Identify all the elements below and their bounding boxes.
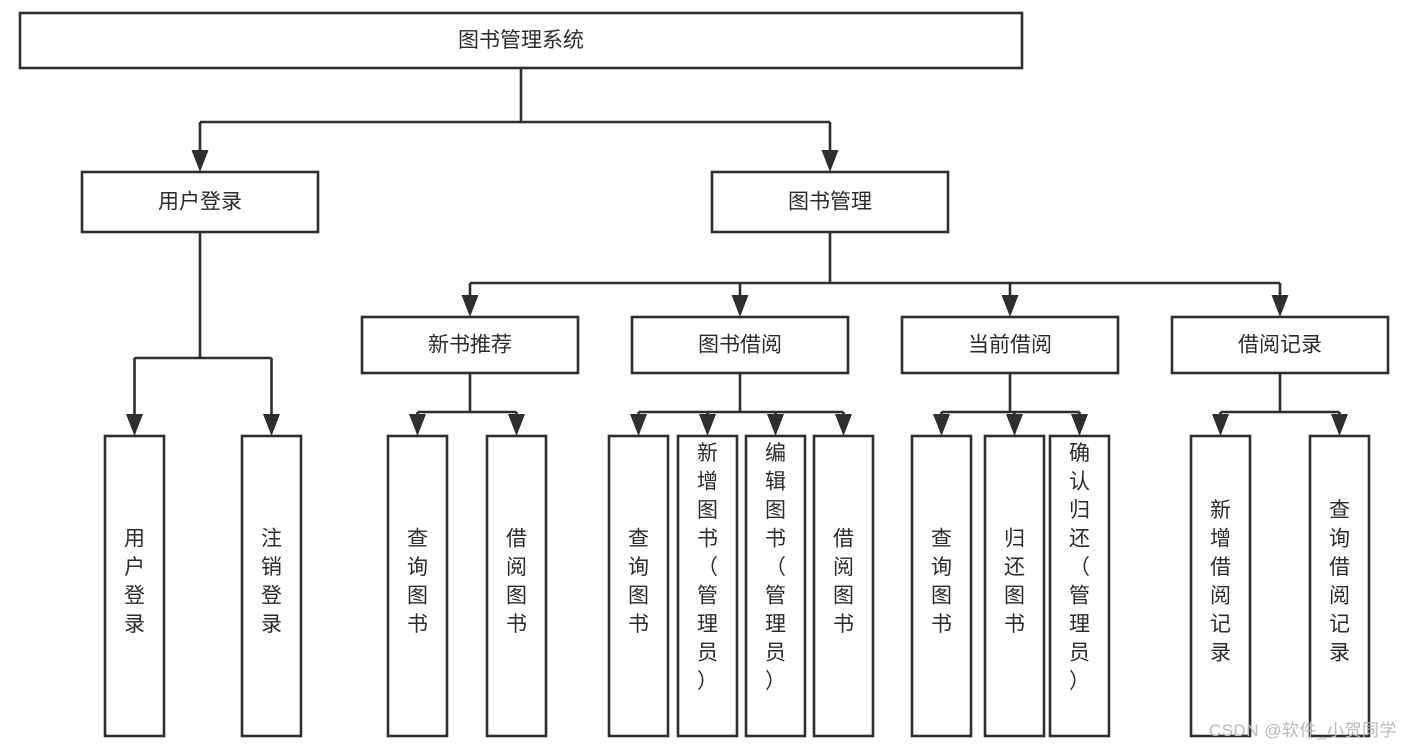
- arrow-head-icon: [461, 295, 479, 317]
- connectors-layer: [126, 68, 1348, 436]
- node-leaf-borrow-book-1[interactable]: 借阅图书: [485, 434, 548, 738]
- node-leaf-confirm-return[interactable]: 确认归还（管理员）: [1048, 434, 1111, 738]
- node-box: [80, 170, 320, 234]
- node-leaf-query-book-1[interactable]: 查询图书: [386, 434, 449, 738]
- node-label: 查询借阅记录: [1329, 499, 1350, 665]
- node-box: [1048, 434, 1111, 738]
- node-label: 借阅图书: [506, 527, 527, 636]
- node-label: 查询图书: [407, 527, 428, 636]
- node-login[interactable]: 用户登录: [80, 170, 320, 234]
- arrow-head-icon: [933, 414, 950, 436]
- node-current[interactable]: 当前借阅: [900, 315, 1120, 375]
- node-leaf-return-book[interactable]: 归还图书: [983, 434, 1046, 738]
- node-label: 图书借阅: [698, 334, 782, 357]
- node-label: 图书管理系统: [458, 29, 584, 52]
- node-box: [900, 315, 1120, 375]
- arrow-head-icon: [1271, 295, 1289, 317]
- node-label: 新增借阅记录: [1210, 499, 1231, 665]
- arrow-head-icon: [409, 414, 426, 436]
- arrow-head-icon: [126, 414, 143, 436]
- node-box: [676, 434, 739, 738]
- node-bookmgr[interactable]: 图书管理: [710, 170, 950, 234]
- arrow-head-icon: [630, 414, 647, 436]
- node-box: [240, 434, 303, 738]
- node-label: 借阅记录: [1238, 334, 1322, 357]
- node-label: 查询图书: [931, 527, 952, 636]
- arrow-head-icon: [731, 295, 749, 317]
- node-label: 用户登录: [158, 191, 242, 214]
- node-label: 归还图书: [1004, 527, 1025, 636]
- node-label: 借阅图书: [833, 527, 854, 636]
- node-box: [360, 315, 580, 375]
- arrow-head-icon: [508, 414, 525, 436]
- node-box: [630, 315, 850, 375]
- node-box: [812, 434, 875, 738]
- arrow-head-icon: [699, 414, 716, 436]
- node-box: [485, 434, 548, 738]
- node-newbook[interactable]: 新书推荐: [360, 315, 580, 375]
- node-leaf-query-book-3[interactable]: 查询图书: [910, 434, 973, 738]
- node-leaf-query-record[interactable]: 查询借阅记录: [1308, 434, 1371, 738]
- arrow-head-icon: [1331, 414, 1348, 436]
- arrow-head-icon: [821, 150, 839, 172]
- arrow-head-icon: [1001, 295, 1019, 317]
- node-box: [710, 170, 950, 234]
- arrow-head-icon: [835, 414, 852, 436]
- node-box: [386, 434, 449, 738]
- node-leaf-query-book-2[interactable]: 查询图书: [607, 434, 670, 738]
- node-box: [910, 434, 973, 738]
- node-label: 新增图书（管理员）: [697, 442, 718, 693]
- node-leaf-user-logout[interactable]: 注销登录: [240, 434, 303, 738]
- arrow-head-icon: [767, 414, 784, 436]
- node-borrow[interactable]: 图书借阅: [630, 315, 850, 375]
- node-label: 编辑图书（管理员）: [765, 442, 786, 693]
- node-label: 注销登录: [261, 527, 282, 636]
- node-box: [1170, 315, 1390, 375]
- node-label: 用户登录: [124, 527, 145, 636]
- nodes-layer: 图书管理系统用户登录图书管理新书推荐图书借阅当前借阅借阅记录用户登录注销登录查询…: [18, 11, 1390, 738]
- arrow-head-icon: [191, 150, 209, 172]
- node-label: 查询图书: [628, 527, 649, 636]
- node-box: [983, 434, 1046, 738]
- node-leaf-borrow-book-2[interactable]: 借阅图书: [812, 434, 875, 738]
- node-box: [1308, 434, 1371, 738]
- node-label: 当前借阅: [968, 334, 1052, 357]
- arrow-head-icon: [1071, 414, 1088, 436]
- node-box: [1189, 434, 1252, 738]
- node-leaf-add-book[interactable]: 新增图书（管理员）: [676, 434, 739, 738]
- node-box: [607, 434, 670, 738]
- node-box: [744, 434, 807, 738]
- arrow-head-icon: [263, 414, 280, 436]
- node-leaf-add-record[interactable]: 新增借阅记录: [1189, 434, 1252, 738]
- arrow-head-icon: [1006, 414, 1023, 436]
- arrow-head-icon: [1212, 414, 1229, 436]
- node-box: [18, 11, 1024, 70]
- node-label: 新书推荐: [428, 334, 512, 357]
- node-label: 图书管理: [788, 191, 872, 214]
- node-records[interactable]: 借阅记录: [1170, 315, 1390, 375]
- node-leaf-user-login[interactable]: 用户登录: [103, 434, 166, 738]
- node-label: 确认归还（管理员）: [1069, 442, 1090, 693]
- node-leaf-edit-book[interactable]: 编辑图书（管理员）: [744, 434, 807, 738]
- node-root[interactable]: 图书管理系统: [18, 11, 1024, 70]
- node-box: [103, 434, 166, 738]
